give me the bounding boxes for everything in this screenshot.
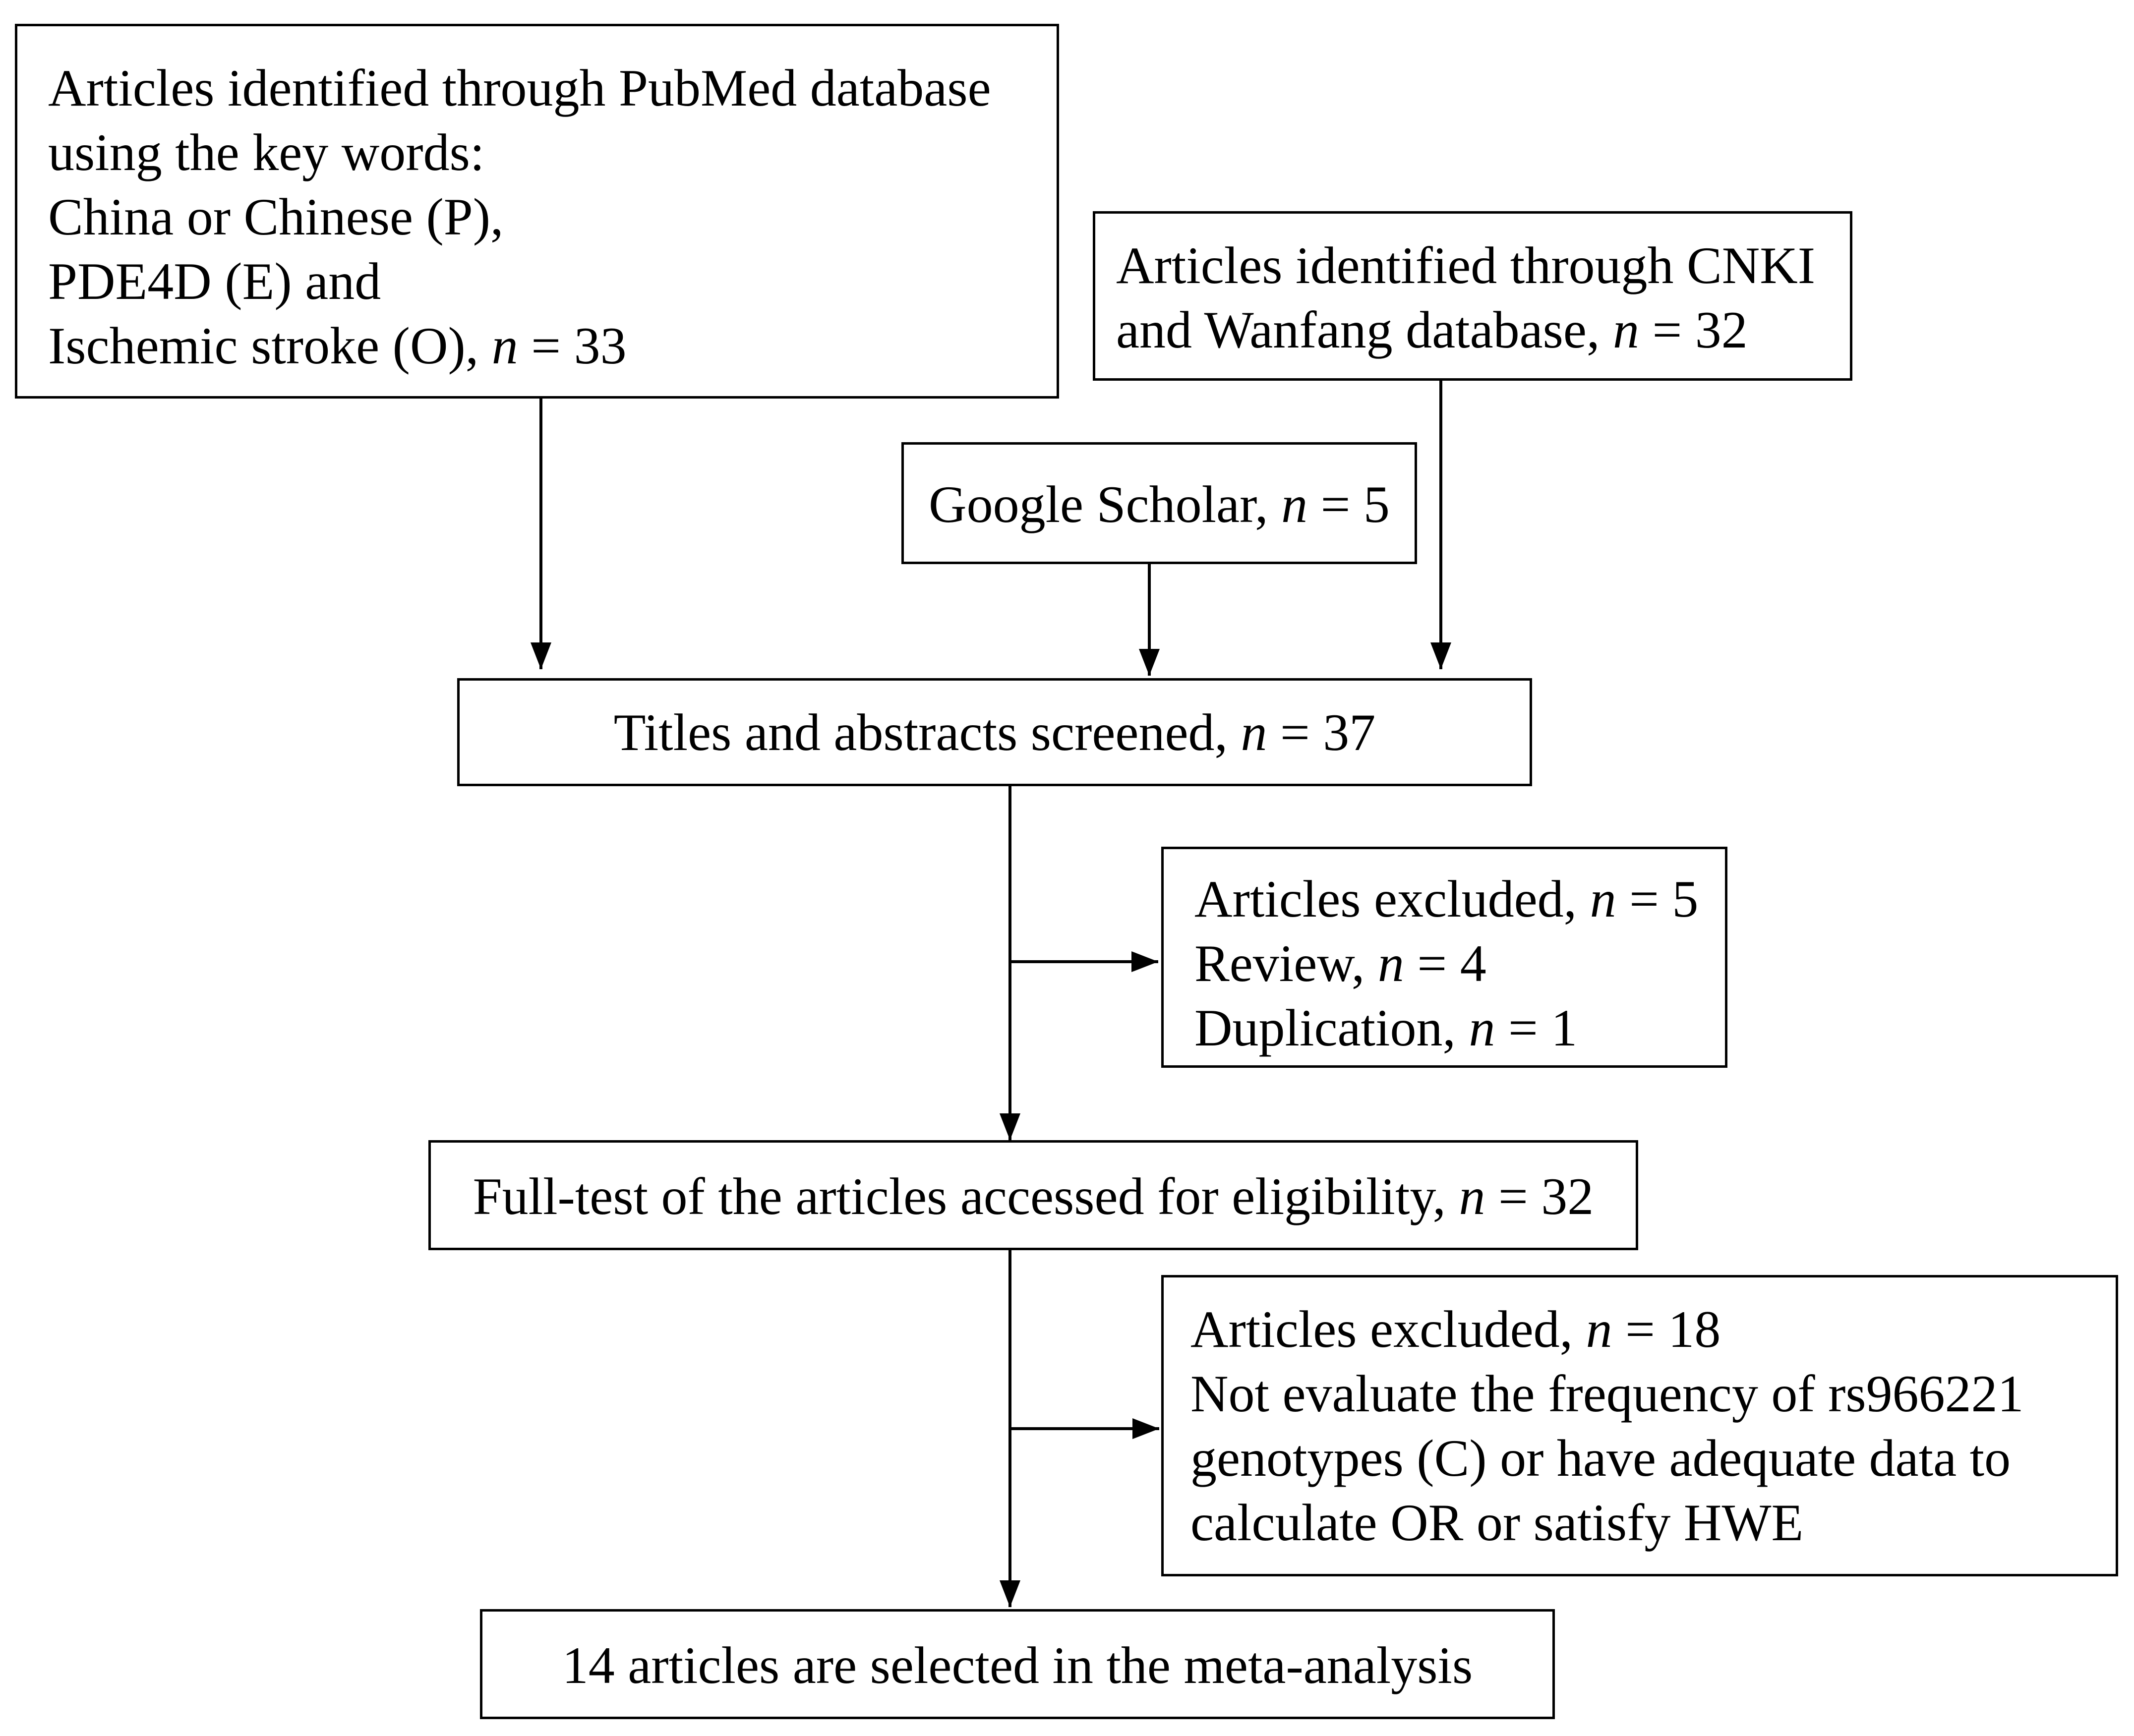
excluded-box-1: Articles excluded, n = 5 Review, n = 4 D… <box>1161 847 1727 1068</box>
cnki-line-1: Articles identified through CNKI <box>1116 236 1816 294</box>
google-scholar-box: Google Scholar, n = 5 <box>901 442 1417 564</box>
excluded-2-line-4: calculate OR or satisfy HWE <box>1190 1494 1804 1552</box>
screened-box: Titles and abstracts screened, n = 37 <box>457 678 1532 786</box>
google-scholar-text: Google Scholar, n = 5 <box>929 475 1390 533</box>
fulltext-box: Full-test of the articles accessed for e… <box>428 1140 1638 1250</box>
excluded-1-line-2: Review, n = 4 <box>1194 934 1486 992</box>
cnki-wanfang-box: Articles identified through CNKI and Wan… <box>1093 211 1852 381</box>
pubmed-box: Articles identified through PubMed datab… <box>15 24 1059 399</box>
screened-text: Titles and abstracts screened, n = 37 <box>613 703 1376 761</box>
pubmed-line-2: using the key words: <box>48 123 485 181</box>
cnki-line-2: and Wanfang database, n = 32 <box>1116 301 1748 359</box>
excluded-1-line-3: Duplication, n = 1 <box>1194 999 1578 1057</box>
excluded-1-line-1: Articles excluded, n = 5 <box>1194 870 1699 928</box>
pubmed-line-4: PDE4D (E) and <box>48 252 381 310</box>
selected-box: 14 articles are selected in the meta-ana… <box>480 1609 1555 1719</box>
fulltext-text: Full-test of the articles accessed for e… <box>473 1167 1594 1225</box>
pubmed-line-3: China or Chinese (P), <box>48 188 504 246</box>
pubmed-line-1: Articles identified through PubMed datab… <box>48 59 991 117</box>
excluded-box-2: Articles excluded, n = 18 Not evaluate t… <box>1161 1275 2118 1576</box>
excluded-2-line-2: Not evaluate the frequency of rs966221 <box>1190 1365 2024 1423</box>
excluded-2-line-1: Articles excluded, n = 18 <box>1190 1300 1721 1358</box>
selected-text: 14 articles are selected in the meta-ana… <box>562 1636 1473 1694</box>
excluded-2-line-3: genotypes (C) or have adequate data to <box>1190 1429 2011 1487</box>
pubmed-line-5: Ischemic stroke (O), n = 33 <box>48 317 627 375</box>
